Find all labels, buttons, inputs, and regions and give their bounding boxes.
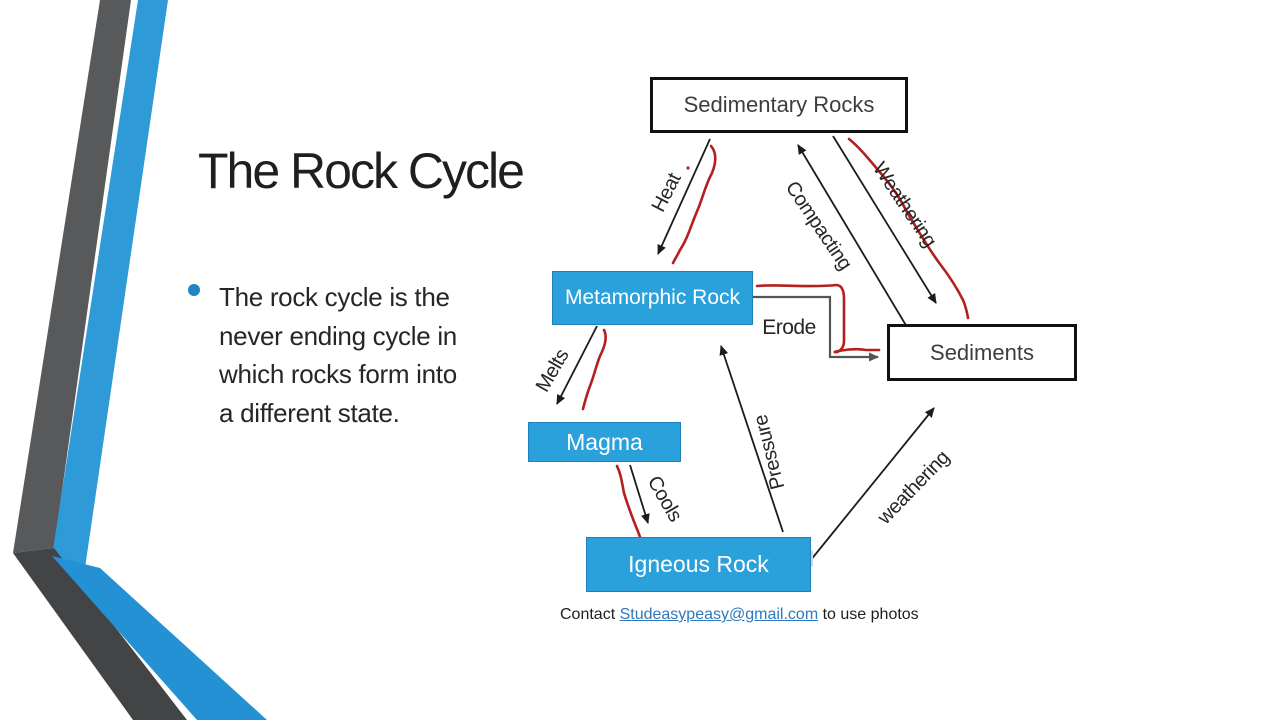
page-title: The Rock Cycle	[198, 143, 525, 199]
node-igneous-rock: Igneous Rock	[586, 537, 811, 592]
footer-contact: Contact Studeasypeasy@gmail.com to use p…	[560, 606, 919, 624]
bullet-text: The rock cycle is the never ending cycle…	[219, 282, 457, 428]
decorative-ribbon	[13, 0, 267, 720]
email-link[interactable]: Studeasypeasy@gmail.com	[619, 606, 819, 623]
node-metamorphic-rock: Metamorphic Rock	[552, 271, 753, 325]
edge-label-erode: Erode	[762, 316, 816, 339]
bullet-icon	[188, 284, 200, 296]
node-sediments: Sediments	[887, 324, 1077, 381]
node-sedimentary-rocks: Sedimentary Rocks	[650, 77, 908, 133]
node-magma: Magma	[528, 422, 681, 462]
footer-suffix: to use photos	[822, 606, 919, 623]
footer-prefix: Contact	[560, 606, 616, 623]
